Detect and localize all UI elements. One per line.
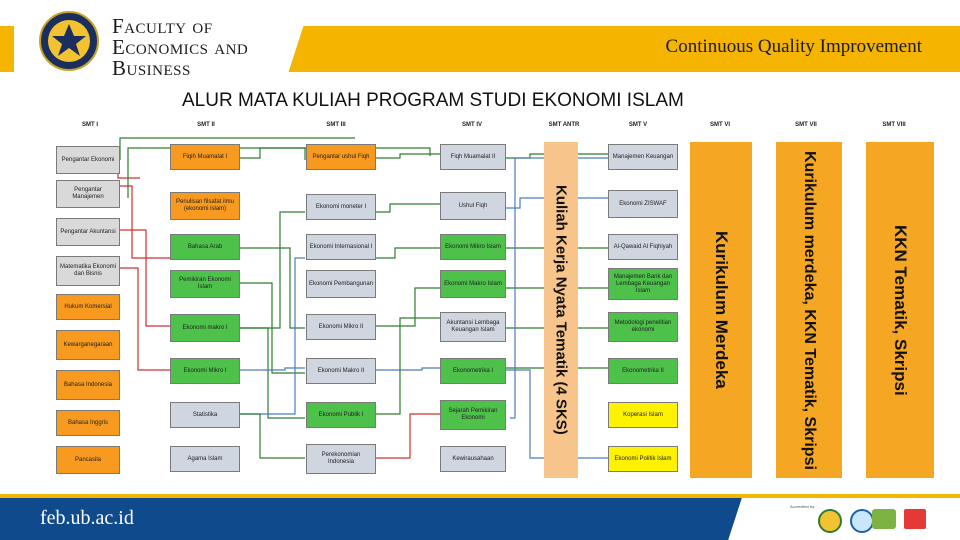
course-box: Ekonomi Internasional I (306, 234, 376, 260)
course-box: Pengantar Ekonomi (56, 146, 120, 174)
course-box: Perekonomian Indonesia (306, 444, 376, 474)
course-box: Ekonometrika I (440, 358, 506, 384)
semester-header: SMT III (326, 122, 346, 128)
semester-header: SMT VI (709, 122, 730, 128)
course-box: Bahasa Indonesia (56, 370, 120, 400)
course-box: Ekonomi makro I (170, 314, 240, 342)
smt8-bar (866, 142, 934, 478)
course-box: Ekonomi Politik Islam (608, 446, 678, 472)
semester-header: SMT VII (795, 122, 817, 128)
course-box: Kewarganegaraan (56, 330, 120, 360)
course-box: Pemikiran Ekonomi Islam (170, 270, 240, 298)
course-box: Ekonomi Pembangunan (306, 270, 376, 298)
course-box: Akuntansi Lembaga Keuangan Islam (440, 312, 506, 342)
course-box: Ekonometrika II (608, 358, 678, 384)
course-box: Ekonomi Makro Islam (440, 270, 506, 298)
course-box: Pancasila (56, 446, 120, 474)
accreditation-badge-icon (850, 509, 874, 533)
page-title: ALUR MATA KULIAH PROGRAM STUDI EKONOMI I… (182, 90, 684, 111)
course-box: Ekonomi Mikro II (306, 314, 376, 340)
course-box: Pengantar Manajemen (56, 180, 120, 208)
accreditation-logo-icon (904, 509, 926, 529)
smt6-bar (690, 142, 752, 478)
semester-header: SMT II (197, 122, 215, 128)
course-box: Ekonomi Mikro Islam (440, 234, 506, 260)
header-banner (270, 26, 960, 72)
course-box: Al-Qawaid Al Fiqhiyah (608, 234, 678, 260)
banpt-logo-icon (872, 509, 896, 529)
header-accent-left (0, 26, 14, 72)
footer-accent (0, 494, 960, 498)
course-box: Ekonomi moneter I (306, 194, 376, 220)
accreditation-label: Accredited by: (790, 504, 816, 509)
curriculum-flow-diagram: SMT I SMT II SMT III SMT IV SMT ANTR SMT… (50, 118, 940, 490)
course-box: Statistika (170, 402, 240, 428)
course-box: Ushul Fiqh (440, 192, 506, 220)
faculty-line-1: Faculty of (112, 14, 213, 38)
course-box: Ekonomi Publik I (306, 402, 376, 428)
university-seal-icon (39, 11, 99, 71)
course-box: Manajemen Bank dan Lembaga Keuangan Isla… (608, 268, 678, 300)
course-box: Fiqh Muamalat II (440, 144, 506, 170)
semester-header: SMT VIII (882, 122, 906, 128)
semester-header: SMT ANTR (548, 122, 580, 128)
course-box: Ekonomi Mikro I (170, 358, 240, 384)
course-box: Bahasa Arab (170, 234, 240, 260)
course-box: Penulisan filsafat ilmu (ekonomi islam) (170, 192, 240, 220)
course-box: Pengantar Akuntansi (56, 218, 120, 246)
course-box: Bahasa Inggris (56, 410, 120, 436)
course-box: Ekonomi ZISWAF (608, 190, 678, 218)
course-box: Kewirausahaan (440, 446, 506, 472)
tagline: Continuous Quality Improvement (665, 36, 922, 57)
faculty-line-2: Economics and (112, 35, 249, 59)
course-box: Matematika Ekonomi dan Bisnis (56, 256, 120, 286)
smt7-bar (776, 142, 842, 478)
kkn-label: Kuliah Kerja Nyata Tematik (4 SKS) (552, 185, 570, 435)
faculty-line-3: Business (112, 56, 191, 80)
kkn-bar (544, 142, 578, 478)
course-box: Fiqih Muamalat I (170, 144, 240, 170)
smt7-label: Kurikulum merdeka, KKN Tematik, Skripsi (801, 150, 818, 470)
course-box: Metodologi penelitian ekonomi (608, 312, 678, 342)
course-box: Sejarah Pemikiran Ekonomi (440, 400, 506, 430)
course-box: Ekonomi Makro II (306, 358, 376, 384)
semester-header: SMT V (628, 122, 648, 128)
course-box: Agama Islam (170, 446, 240, 472)
faculty-name: Faculty of Economics and Business (112, 16, 248, 79)
course-box: Manajemen Keuangan (608, 144, 678, 170)
course-box: Hukum Komersial (56, 294, 120, 320)
semester-header: SMT I (82, 122, 98, 128)
smt6-label: Kurikulum Merdeka (712, 231, 731, 389)
course-box: Pengantar ushul Fiqh (306, 144, 376, 170)
semester-header: SMT IV (461, 122, 482, 128)
smt8-label: KKN Tematik, Skripsi (891, 224, 910, 396)
accreditation-badge-icon (818, 509, 842, 533)
website-link[interactable]: feb.ub.ac.id (40, 507, 134, 529)
course-box: Koperasi Islam (608, 402, 678, 428)
